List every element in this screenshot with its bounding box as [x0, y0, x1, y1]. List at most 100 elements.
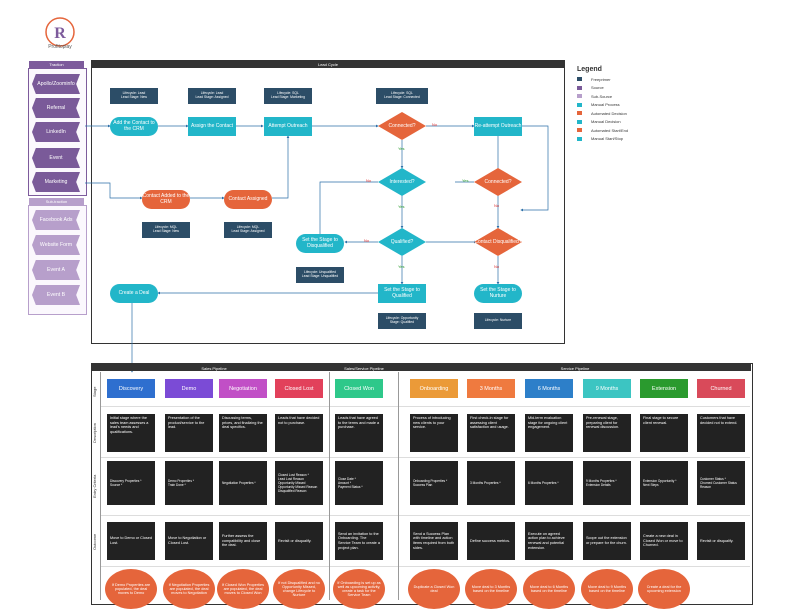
reattempt-outreach-node[interactable]: Re-attempt Outreach [474, 117, 522, 136]
stage-header[interactable]: Closed Lost [275, 379, 323, 398]
set-qualified-node[interactable]: Set the Stage to Qualified [378, 284, 426, 303]
stage-entry-criteria: 9 Months Properties * Extension Details [583, 461, 631, 505]
note: Lifecycle: MQL Lead Stage: Assigned [224, 222, 272, 238]
column-divider [100, 372, 101, 600]
stage-entry-criteria: Negotiation Properties * [219, 461, 267, 505]
contact-assigned-node[interactable]: Contact Assigned [224, 190, 272, 209]
source-item[interactable]: Marketing [32, 172, 80, 192]
subsources-title: Sub-traction [29, 198, 84, 205]
stage-header[interactable]: Onboarding [410, 379, 458, 398]
yes-label: Yes [398, 146, 405, 151]
legend-label: Manual Decision [591, 119, 621, 124]
decision-label: Connected? [484, 179, 512, 185]
stage-description: Customers that have decided not to exten… [697, 414, 745, 452]
stage-outcome: Revisit or disqualify. [275, 522, 323, 560]
subsource-item[interactable]: Facebook Ads [32, 210, 80, 230]
stage-header[interactable]: Demo [165, 379, 213, 398]
legend-swatch [577, 77, 582, 81]
legend-item: Sub-Source [577, 92, 612, 100]
no-label: No [494, 203, 500, 208]
legend-item: Manual Process [577, 101, 620, 109]
legend-swatch [577, 102, 582, 107]
stage-header[interactable]: 6 Months [525, 379, 573, 398]
stage-header[interactable]: 9 Months [583, 379, 631, 398]
no-label: No [432, 122, 438, 127]
column-divider [398, 372, 399, 600]
row-label: Description [92, 423, 97, 444]
row-label: Entry Criteria [92, 474, 97, 498]
service-pipeline-title: Service Pipeline [560, 366, 590, 371]
legend-label: Manual Process [591, 102, 620, 107]
stage-header[interactable]: Closed Won [335, 379, 383, 398]
stage-outcome: Further assess the compatibility and clo… [219, 522, 267, 560]
stage-automation-circle: If Onboarding is set up as well as upcom… [333, 569, 385, 609]
stage-entry-criteria: 3 Months Properties * [467, 461, 515, 505]
source-item[interactable]: Event [32, 148, 80, 168]
decision-label: Contact Disqualified? [474, 239, 522, 245]
legend-swatch [577, 94, 582, 98]
row-divider [100, 457, 750, 458]
stage-automation-circle: Move deal to 6 Months based on the timel… [523, 569, 575, 609]
connected2-decision[interactable]: Connected? [474, 168, 522, 196]
stage-description: Pre-renewal stage, preparing client for … [583, 414, 631, 452]
row-divider [100, 406, 750, 407]
stage-description: Presentation of the product/service to t… [165, 414, 213, 452]
legend-item: Manual Decision [577, 118, 621, 126]
stage-entry-criteria: Onboarding Properties * Success Plan [410, 461, 458, 505]
source-item[interactable]: LinkedIn [32, 122, 80, 142]
stage-header[interactable]: Extension [640, 379, 688, 398]
stage-header[interactable]: Negotiation [219, 379, 267, 398]
add-contact-node[interactable]: Add the Contact to the CRM [110, 117, 158, 136]
legend-label: Sub-Source [591, 93, 613, 99]
connected-decision[interactable]: Connected? [378, 112, 426, 140]
stage-automation-circle: Move deal to 9 Months based on the timel… [581, 569, 633, 609]
note: Lifecycle: Nurture [474, 313, 522, 329]
stage-entry-criteria: Extension Opportunity * Next Steps [640, 461, 688, 505]
note: Lifecycle: MQL Lead Stage: New [142, 222, 190, 238]
contact-added-node[interactable]: Contact Added to the CRM [142, 190, 190, 209]
set-nurture-node[interactable]: Set the Stage to Nurture [474, 284, 522, 303]
stage-automation-circle: Duplicate a Closed Won deal [408, 569, 460, 609]
stage-description: Leads that have agreed to the terms and … [335, 414, 383, 452]
stage-description: First check-in stage for assessing clien… [467, 414, 515, 452]
decision-label: Interested? [389, 179, 415, 185]
set-disqualified-node[interactable]: Set the Stage to Disqualified [296, 234, 344, 253]
stage-description: Final stage to secure client renewal. [640, 414, 688, 452]
yes-label: Yes [462, 178, 469, 183]
contact-disqualified-decision[interactable]: Contact Disqualified? [474, 228, 522, 256]
no-label: No [494, 264, 500, 269]
stage-header[interactable]: Churned [697, 379, 745, 398]
legend-swatch [577, 128, 582, 132]
stage-header[interactable]: 3 Months [467, 379, 515, 398]
stage-automation-circle: Create a deal for the upcoming extension [638, 569, 690, 609]
legend-label: Source [591, 85, 604, 90]
note: Lifecycle: Unqualified Lead Stage: Unqua… [296, 267, 344, 283]
subsource-item[interactable]: Event B [32, 285, 80, 305]
subsource-item[interactable]: Event A [32, 260, 80, 280]
stage-description: Discussing terms, prices, and finalizing… [219, 414, 267, 452]
decision-label: Qualified? [390, 239, 414, 245]
stage-entry-criteria: Demo Properties * Train Done * [165, 461, 213, 505]
create-deal-node[interactable]: Create a Deal [110, 284, 158, 303]
decision-label: Connected? [388, 123, 416, 129]
qualified-decision[interactable]: Qualified? [378, 228, 426, 256]
stage-header[interactable]: Discovery [107, 379, 155, 398]
row-divider [100, 515, 750, 516]
source-item[interactable]: Apollo/Zoominfo [32, 74, 80, 94]
row-divider [100, 566, 750, 567]
legend-swatch [577, 85, 582, 90]
yes-label: Yes [398, 204, 405, 209]
interested-decision[interactable]: Interested? [378, 168, 426, 196]
legend-label: Manual Start/Stop [591, 136, 624, 141]
sources-title: Traction [29, 61, 84, 68]
stage-outcome: Scope out the extension or prepare for t… [583, 522, 631, 560]
source-item[interactable]: Referral [32, 98, 80, 118]
stage-entry-criteria: Closed Lost Reason * Lead Lost Reason Op… [275, 461, 323, 505]
assign-contact-node[interactable]: Assign the Contact [188, 117, 236, 136]
note: Lifecycle: SQL Lead Stage: Connected [376, 88, 428, 104]
attempt-outreach-node[interactable]: Attempt Outreach [264, 117, 312, 136]
sales-pipeline-title: Sales Pipeline [201, 366, 227, 371]
stage-entry-criteria: 6 Months Properties * [525, 461, 573, 505]
legend-swatch [577, 119, 582, 124]
subsource-item[interactable]: Website Form [32, 235, 80, 255]
